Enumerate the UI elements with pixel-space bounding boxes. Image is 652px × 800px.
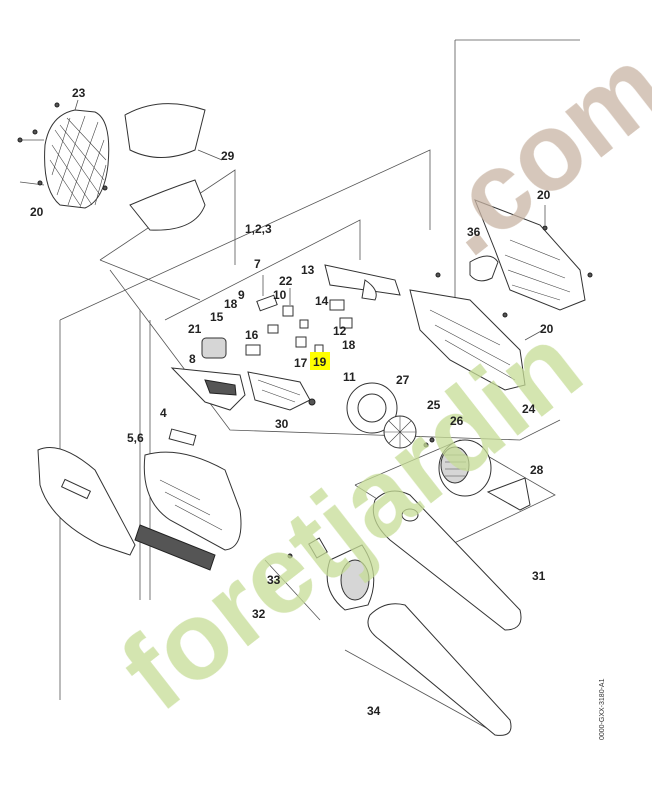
part-27-fan-housing[interactable] [346,382,398,434]
watermark-text-dot: .com [409,24,652,279]
part-25-impeller[interactable] [383,415,417,449]
label-11[interactable]: 11 [343,370,356,384]
label-28[interactable]: 28 [530,463,544,477]
label-13[interactable]: 13 [301,263,315,277]
label-15[interactable]: 15 [210,310,224,324]
label-17[interactable]: 17 [294,356,308,370]
label-33[interactable]: 33 [267,573,281,587]
label-23[interactable]: 23 [72,86,86,100]
part-34-nozzle-tube[interactable] [367,603,512,736]
label-22[interactable]: 22 [279,274,293,288]
label-30[interactable]: 30 [275,417,289,431]
label-20-left[interactable]: 20 [30,205,44,219]
label-20-top-right[interactable]: 20 [537,188,551,202]
part-32-coupling-tube[interactable] [326,544,375,611]
label-21[interactable]: 21 [188,322,202,336]
drawing-code: 0000-GXX-3180-A1 [599,678,606,740]
label-10[interactable]: 10 [273,288,287,302]
part-20-housing-right[interactable] [435,199,593,341]
label-18-right[interactable]: 18 [342,338,356,352]
label-19[interactable]: 19 [313,355,327,369]
label-8[interactable]: 8 [189,352,196,366]
part-31-blow-tube[interactable] [372,490,522,631]
part-29-covers[interactable] [124,103,223,231]
label-5-6[interactable]: 5,6 [127,431,144,445]
label-16[interactable]: 16 [245,328,259,342]
label-9[interactable]: 9 [238,288,245,302]
part-number-labels: 23 29 20 20 36 20 1,2,3 7 9 22 13 10 14 … [30,86,554,718]
label-25[interactable]: 25 [427,398,441,412]
part-56-labels[interactable] [134,428,216,571]
part-housing-center[interactable] [324,264,526,391]
label-1-2-3[interactable]: 1,2,3 [245,222,272,236]
label-26[interactable]: 26 [450,414,464,428]
part-4-housing-left[interactable] [143,451,242,551]
label-12[interactable]: 12 [333,324,347,338]
part-24-motor[interactable] [423,437,492,497]
label-31[interactable]: 31 [532,569,546,583]
label-36[interactable]: 36 [467,225,481,239]
label-32[interactable]: 32 [252,607,266,621]
part-21-8-30-switch-assembly[interactable] [170,337,316,411]
label-20-right[interactable]: 20 [540,322,554,336]
part-shell-left[interactable] [37,447,136,556]
label-7[interactable]: 7 [254,257,261,271]
label-29[interactable]: 29 [221,149,235,163]
label-27[interactable]: 27 [396,373,410,387]
label-24[interactable]: 24 [522,402,536,416]
label-14[interactable]: 14 [315,294,329,308]
part-28-nozzle-tip[interactable] [486,477,531,511]
highlight-19 [310,352,330,370]
part-33-connector[interactable] [287,537,328,559]
label-34[interactable]: 34 [367,704,381,718]
label-18-left[interactable]: 18 [224,297,238,311]
part-23-intake-grille[interactable] [17,99,110,209]
label-4[interactable]: 4 [160,406,167,420]
part-small-components[interactable] [245,275,353,366]
